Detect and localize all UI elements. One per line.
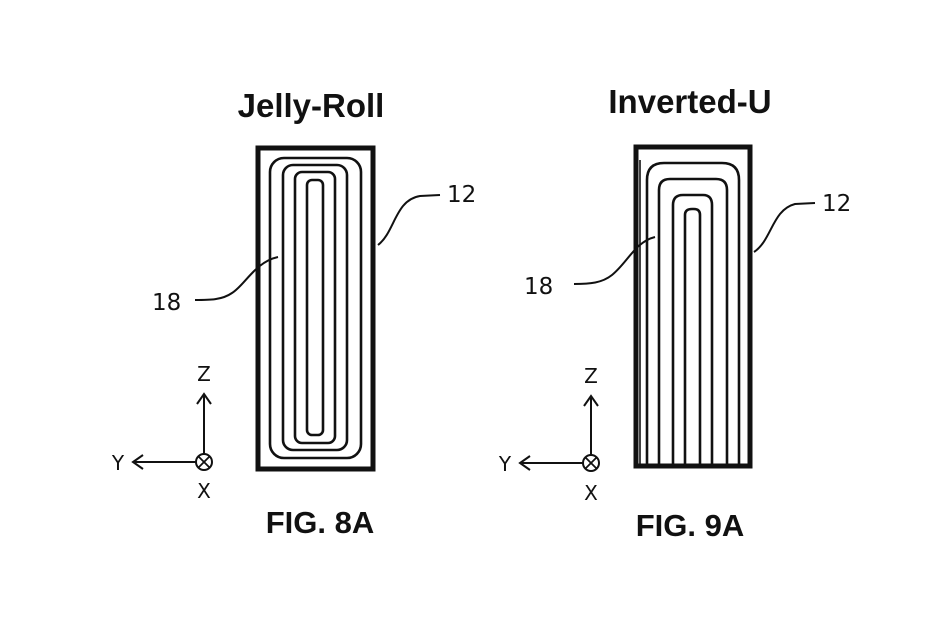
- x-axis-into-page-icon: [195, 453, 213, 471]
- z-axis-label: Z: [197, 362, 211, 386]
- z-axis-arrow-icon: [196, 392, 212, 405]
- fold-layer-4: [683, 207, 702, 466]
- figure-9a-inverted-u-windings: [639, 160, 741, 466]
- figure-9a-title: Inverted-U: [608, 83, 771, 120]
- winding-layer-3: [293, 170, 337, 445]
- figure-9a-axes: Z Y X: [498, 364, 600, 505]
- figure-8a-caption: FIG. 8A: [266, 505, 375, 540]
- z-axis-label: Z: [584, 364, 598, 388]
- figure-8a-ref-12: 12: [447, 182, 476, 208]
- figure-8a-jelly-roll-windings: [268, 156, 363, 460]
- figure-8a-title: Jelly-Roll: [238, 87, 385, 124]
- figure-9a-leader-12: [753, 202, 816, 253]
- fold-layer-2: [657, 177, 729, 466]
- figure-8a: Jelly-Roll 12 18 Z Y X: [111, 87, 476, 540]
- figure-9a-ref-12: 12: [822, 191, 851, 217]
- fold-layer-3: [671, 193, 714, 466]
- winding-layer-2: [281, 163, 349, 452]
- figure-9a-case: [633, 144, 753, 469]
- figure-9a-leader-18: [573, 236, 656, 285]
- winding-layer-4: [305, 178, 325, 437]
- y-axis-arrow-icon: [518, 455, 531, 471]
- figure-9a-ref-18: 18: [524, 274, 553, 300]
- x-axis-label: X: [584, 481, 598, 505]
- figure-8a-leader-12: [377, 194, 441, 246]
- winding-layer-1: [268, 156, 363, 460]
- figure-9a-caption: FIG. 9A: [636, 508, 745, 543]
- fold-layer-1: [645, 161, 741, 466]
- y-axis-arrow-icon: [131, 454, 144, 470]
- x-axis-into-page-icon: [582, 454, 600, 472]
- figure-8a-ref-18: 18: [152, 290, 181, 316]
- y-axis-label: Y: [111, 451, 125, 475]
- figure-8a-axes: Z Y X: [111, 362, 213, 503]
- figure-8a-leader-18: [194, 256, 279, 301]
- z-axis-arrow-icon: [583, 394, 599, 407]
- x-axis-label: X: [197, 479, 211, 503]
- figure-9a: Inverted-U 12 18 Z Y: [498, 83, 851, 543]
- figure-8a-case: [255, 145, 376, 472]
- y-axis-label: Y: [498, 452, 512, 476]
